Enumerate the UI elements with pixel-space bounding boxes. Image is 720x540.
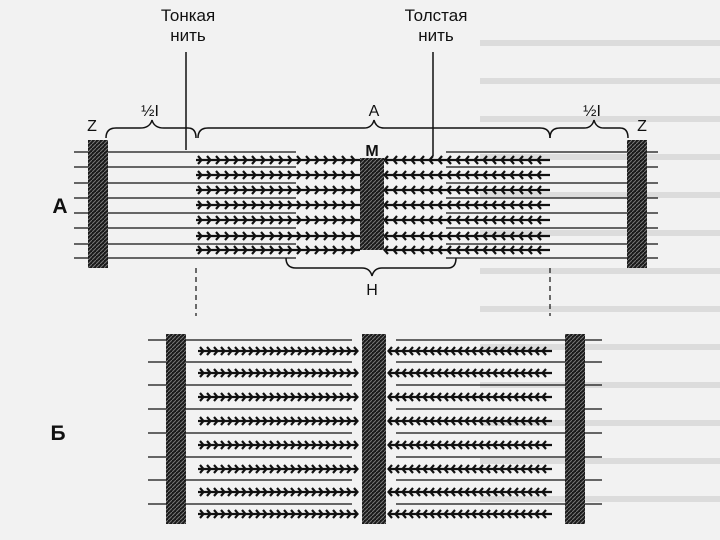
- thick-filament-left-half-contracted: [198, 416, 359, 426]
- thin-filament-label-line2: нить: [170, 26, 206, 45]
- thick-filament-right-half-contracted: [387, 487, 552, 497]
- thick-filament-left-half: [196, 155, 360, 165]
- thin-filament-label-line1: Тонкая: [161, 6, 215, 25]
- thick-filament-left-half-contracted: [198, 346, 359, 356]
- thick-filament-left-half-contracted: [198, 368, 359, 378]
- panel-b-label: Б: [50, 422, 65, 445]
- thick-filament-left-half: [196, 231, 360, 241]
- background-text-stroke: [480, 268, 720, 274]
- a-band-label: A: [369, 103, 380, 120]
- z-disc-right: [627, 140, 647, 268]
- panel-a-label: А: [52, 195, 67, 218]
- background-text-stroke: [480, 306, 720, 312]
- background-text-stroke: [480, 230, 720, 236]
- z-disc-right-contracted: [565, 334, 585, 524]
- a-band-brace: [197, 119, 551, 139]
- thick-filament-right-half: [383, 215, 550, 225]
- thick-filament-right-half-contracted: [387, 509, 552, 519]
- background-text-stroke: [480, 458, 720, 464]
- z-label-left: Z: [87, 118, 97, 135]
- thick-filament-left-half-contracted: [198, 509, 359, 519]
- m-line-contracted: [362, 334, 386, 524]
- thick-filament-right-half: [383, 170, 550, 180]
- thick-filament-left-half-contracted: [198, 464, 359, 474]
- thick-filament-left-half: [196, 245, 360, 255]
- thick-filament-left-half-contracted: [198, 487, 359, 497]
- thick-filament-right-half: [383, 231, 550, 241]
- thick-filament-left-half: [196, 200, 360, 210]
- m-line-label: M: [365, 143, 378, 160]
- thick-filament-left-half: [196, 185, 360, 195]
- z-label-right: Z: [637, 118, 647, 135]
- thick-filament-right-half: [383, 155, 550, 165]
- background-text-stroke: [480, 344, 720, 350]
- background-text-stroke: [480, 116, 720, 122]
- thick-filament-left-half: [196, 170, 360, 180]
- background-text-stroke: [480, 192, 720, 198]
- thick-filament-right-half-contracted: [387, 464, 552, 474]
- thick-filament-label-line1: Толстая: [405, 6, 468, 25]
- thin-filaments-relaxed: [74, 151, 658, 259]
- h-zone-brace: [285, 257, 457, 277]
- thick-filament-right-half-contracted: [387, 392, 552, 402]
- thick-filament-right-half: [383, 245, 550, 255]
- half-i-brace-right: [549, 119, 629, 139]
- half-i-brace-left: [105, 119, 197, 139]
- panel-a-sarcomere: Тонкая нить Толстая нить Z Z ½I ½I A M H…: [52, 6, 658, 299]
- z-disc-left-contracted: [166, 334, 186, 524]
- panel-b-sarcomere: Б: [50, 334, 602, 524]
- thick-filament-label-line2: нить: [418, 26, 454, 45]
- z-disc-left: [88, 140, 108, 268]
- half-i-label-left: ½I: [141, 103, 159, 120]
- background-text-stroke: [480, 496, 720, 502]
- m-line: [360, 158, 384, 250]
- thick-filament-right-half-contracted: [387, 346, 552, 356]
- thick-filament-right-half-contracted: [387, 416, 552, 426]
- background-text-stroke: [480, 420, 720, 426]
- thick-filament-right-half-contracted: [387, 440, 552, 450]
- thick-filament-left-half-contracted: [198, 392, 359, 402]
- background-text-stroke: [480, 40, 720, 46]
- thick-filament-left-half: [196, 215, 360, 225]
- h-zone-label: H: [366, 282, 378, 299]
- thick-filaments-contracted: [198, 346, 552, 519]
- thick-filaments-relaxed: [196, 155, 550, 255]
- background-text-stroke: [480, 154, 720, 160]
- thick-filament-right-half: [383, 185, 550, 195]
- background-text-stroke: [480, 78, 720, 84]
- thick-filament-right-half: [383, 200, 550, 210]
- thick-filament-left-half-contracted: [198, 440, 359, 450]
- thick-filament-right-half-contracted: [387, 368, 552, 378]
- half-i-label-right: ½I: [583, 103, 601, 120]
